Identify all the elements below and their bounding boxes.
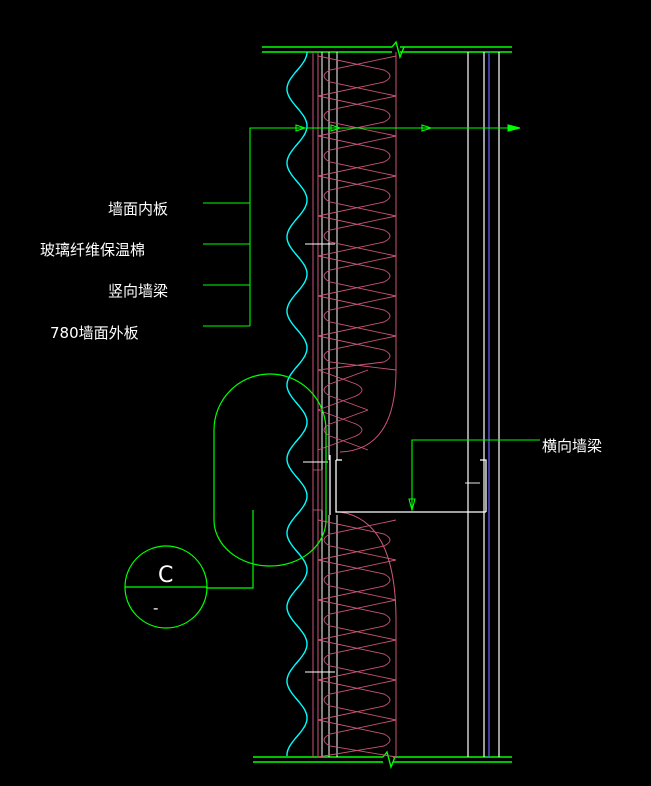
wool-loop: [317, 679, 397, 721]
wool-loop: [317, 295, 397, 337]
detail-callout: [124, 373, 327, 629]
wool-loop: [317, 519, 397, 561]
label-horizontal-girt: 横向墙梁: [542, 437, 602, 455]
detail-marker-letter: C: [158, 563, 173, 588]
label-outer-panel: 780墙面外板: [50, 324, 139, 342]
fastener-strip: [312, 469, 323, 511]
steel-column: [467, 52, 500, 757]
top-break-line: [262, 40, 512, 60]
wool-loop: [317, 95, 397, 137]
wool-loop: [317, 409, 369, 451]
leader-lines-left: [203, 124, 521, 327]
glass-wool-insulation: [317, 55, 397, 758]
bottom-break-line: [253, 750, 512, 770]
wool-loop: [317, 719, 397, 758]
detail-marker-sub: -: [153, 599, 158, 617]
label-glass-wool: 玻璃纤维保温棉: [40, 241, 145, 259]
wool-loop: [317, 335, 397, 371]
insulation-border: [312, 52, 397, 757]
label-vertical-girt: 竖向墙梁: [108, 282, 168, 300]
fasteners: [303, 243, 335, 673]
corrugated-outer-panel: [286, 51, 308, 756]
horizontal-girt-section: [329, 455, 487, 515]
wool-loop: [317, 135, 397, 177]
label-inner-panel: 墙面内板: [108, 200, 168, 218]
wool-loop: [317, 559, 397, 601]
wool-loop: [317, 369, 369, 411]
wool-loop: [317, 639, 397, 681]
wool-loop: [317, 255, 397, 297]
wool-loop: [317, 599, 397, 641]
wool-loop: [317, 175, 397, 217]
wool-loop: [317, 55, 397, 97]
wool-loop: [317, 215, 397, 257]
leader-line-horizontal-girt: [408, 439, 540, 513]
